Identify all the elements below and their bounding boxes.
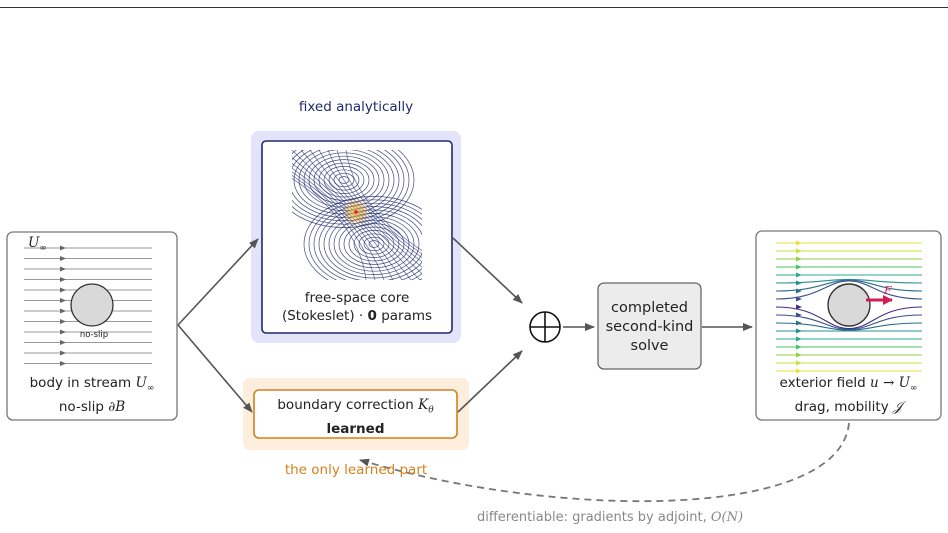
arrow-core-to-combine — [452, 237, 523, 304]
output-streamline — [776, 314, 922, 330]
output-arrowhead — [796, 352, 802, 358]
stream-arrowhead — [60, 319, 66, 324]
output-arrowhead — [796, 344, 802, 350]
stream-arrowhead — [60, 256, 66, 261]
correction-box — [253, 389, 458, 439]
stokeslet-streamline — [345, 150, 422, 251]
stokeslet-streamline — [292, 171, 385, 280]
output-streamline — [776, 322, 922, 331]
stokeslet-streamline — [323, 166, 365, 194]
stokeslet-streamline — [313, 202, 422, 280]
top-rule — [0, 7, 948, 8]
output-arrowhead — [796, 248, 802, 254]
stokeslet-streamline — [308, 155, 380, 205]
input-panel — [6, 231, 178, 421]
stokeslet-streamline — [323, 209, 422, 279]
stream-arrowhead — [60, 361, 66, 366]
output-arrowhead — [796, 264, 802, 270]
output-arrowhead — [796, 256, 802, 262]
stokeslet-streamline — [313, 159, 375, 201]
output-arrowhead — [796, 368, 802, 374]
stokeslet-streamline — [303, 196, 422, 280]
arrow-input-to-core — [177, 238, 259, 326]
stokeslet-streamline — [318, 206, 422, 280]
output-streamlines — [776, 240, 922, 374]
core-caption: free-space core (Stokeslet) · 0 params — [281, 290, 433, 324]
output-sphere — [827, 283, 871, 327]
force-label: F — [884, 284, 892, 297]
stream-label: U∞ — [28, 235, 47, 254]
stokeslet-streamline — [318, 150, 422, 263]
stream-arrowhead — [60, 329, 66, 335]
stream-arrowhead — [60, 340, 66, 345]
output-arrowhead — [796, 360, 802, 366]
output-caption: exterior field u → U∞ drag, mobility 𝒥 — [779, 375, 918, 415]
stokeslet-point — [354, 210, 358, 214]
stream-arrowhead — [60, 245, 66, 251]
output-arrowhead — [796, 320, 802, 326]
stream-arrowhead — [60, 308, 66, 314]
output-arrowhead — [796, 288, 802, 294]
output-arrowhead — [796, 328, 802, 334]
flow-arrows — [177, 237, 753, 413]
solve-box — [597, 282, 702, 370]
output-arrowhead — [796, 280, 802, 286]
stokeslet-streamline — [308, 199, 422, 280]
solve-caption: completed second-kind solve — [605, 300, 694, 354]
stokeslet-streamline — [368, 240, 380, 248]
stokeslet-streamline — [327, 150, 422, 258]
input-sphere — [70, 283, 114, 327]
output-arrowhead — [796, 272, 802, 278]
stokeslet-streamline — [363, 236, 385, 252]
stokeslet-streamline — [292, 150, 415, 228]
adjoint-feedback-arrow — [359, 422, 850, 503]
stokeslet-streamline — [292, 150, 410, 225]
output-arrowhead — [796, 240, 802, 246]
core-header: fixed analytically — [298, 99, 414, 115]
feedback-caption: differentiable: gradients by adjoint, O(… — [476, 510, 744, 525]
core-panel — [251, 131, 461, 343]
stream-arrowhead — [60, 298, 66, 303]
stream-arrowhead — [60, 350, 66, 356]
input-caption: body in stream U∞ no-slip ∂B — [29, 375, 155, 415]
arrow-correction-to-combine — [457, 350, 523, 413]
output-arrowhead — [796, 312, 802, 318]
correction-panel — [243, 378, 469, 450]
output-streamline — [776, 279, 922, 292]
stream-arrowhead — [60, 287, 66, 293]
combine-node — [529, 311, 561, 343]
stokeslet-streamline — [292, 178, 367, 280]
noslip-tag: no-slip — [79, 330, 109, 340]
stokeslet-streamline — [336, 150, 422, 255]
output-streamline — [776, 306, 922, 330]
stokeslet-streamline — [348, 226, 400, 262]
output-streamline — [776, 278, 922, 284]
stokeslet-streamline — [333, 172, 355, 188]
output-arrowhead — [796, 336, 802, 342]
output-arrowhead — [796, 304, 802, 310]
stokeslet-streamline — [358, 233, 390, 255]
correction-caption: boundary correction Kθ learned — [277, 397, 434, 437]
stream-arrowhead — [60, 266, 66, 272]
correction-footer: the only learned part — [284, 462, 428, 478]
stokeslet-streamline — [338, 219, 410, 269]
output-panel — [755, 230, 942, 421]
stream-arrowhead — [60, 277, 66, 282]
stokeslet-streamline — [292, 175, 376, 280]
output-arrowhead — [796, 296, 802, 302]
arrow-input-to-correction — [177, 324, 253, 413]
